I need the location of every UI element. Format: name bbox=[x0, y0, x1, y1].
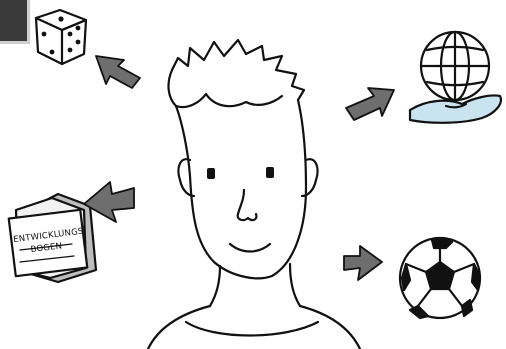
dice-icon bbox=[36, 10, 86, 64]
arrow-to-ball-icon bbox=[344, 246, 382, 280]
globe-in-hand-icon bbox=[410, 32, 501, 123]
arrow-to-globe-icon bbox=[346, 88, 394, 120]
arrow-to-dice-icon bbox=[96, 56, 140, 88]
soccer-ball-icon bbox=[400, 238, 480, 318]
person-figure bbox=[148, 40, 360, 349]
